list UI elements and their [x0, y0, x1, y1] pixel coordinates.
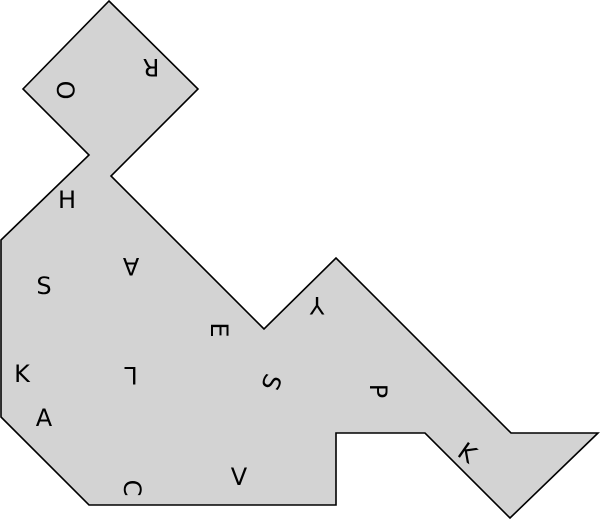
letter-k-left: K [14, 360, 31, 388]
letter-o: O [51, 81, 79, 100]
letter-h: H [58, 186, 76, 214]
letter-e: E [205, 322, 233, 337]
letter-l: L [124, 361, 138, 389]
letter-y: Y [309, 291, 325, 319]
letter-p: P [364, 384, 392, 398]
letter-v: V [231, 463, 248, 491]
letter-a-lower: A [36, 404, 53, 432]
letter-c: C [118, 480, 146, 497]
letter-a-upper: A [122, 252, 139, 280]
letter-r: R [143, 53, 160, 81]
letter-s-left: S [36, 272, 51, 300]
